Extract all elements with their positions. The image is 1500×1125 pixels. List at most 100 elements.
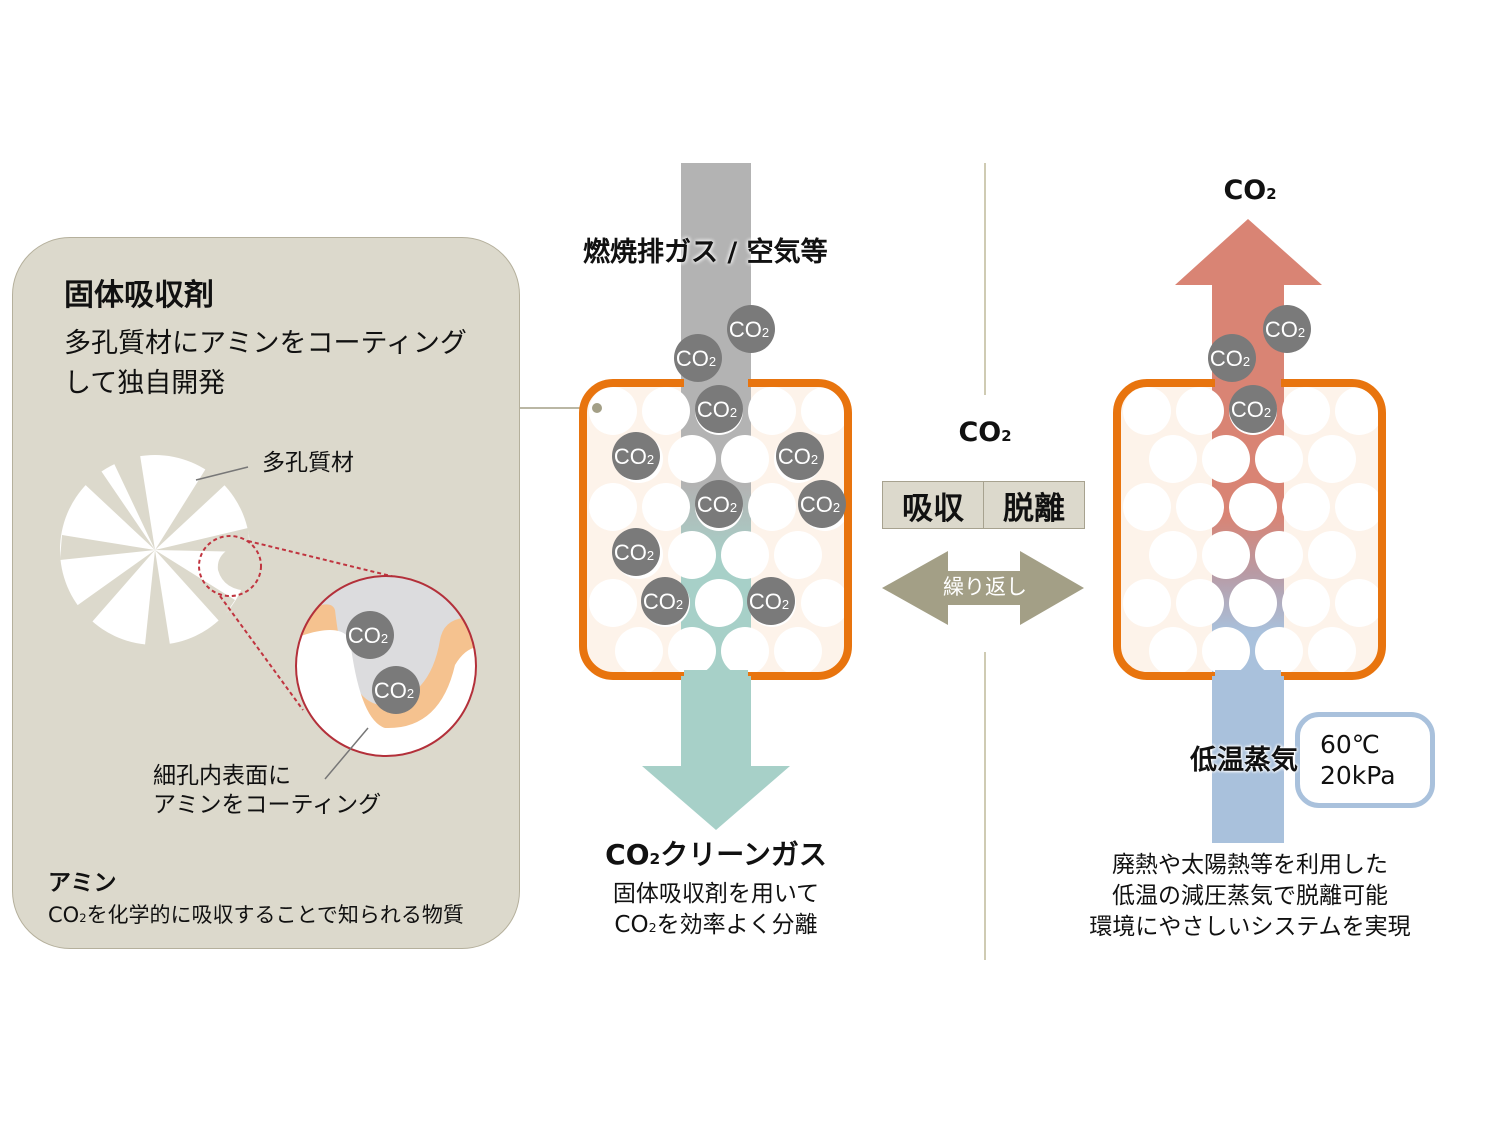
co2-molecule-icon — [1229, 385, 1277, 433]
desorption-desc-line3: 環境にやさしいシステムを実現 — [1089, 914, 1411, 940]
sorbent-bead — [615, 627, 663, 675]
sorbent-subtitle-line2: して独自開発 — [64, 368, 226, 399]
sorbent-bead — [1255, 531, 1303, 579]
sorbent-bead — [668, 627, 716, 675]
zoom-line-top — [247, 540, 396, 578]
co2-molecule-icon — [727, 305, 775, 353]
magnify-ring — [295, 575, 477, 757]
sorbent-bead — [1123, 579, 1171, 627]
repeat-label: 繰り返し — [943, 575, 1027, 599]
sorbent-bead — [589, 579, 637, 627]
co2-molecule-icon — [747, 577, 795, 625]
co2-molecule-icon — [695, 480, 743, 528]
co2-molecule-label: CO2 — [1265, 317, 1305, 342]
co2-molecule-label: CO2 — [643, 589, 683, 614]
co2-molecule-icon — [1208, 334, 1256, 382]
coating-label-line2: アミンをコーティング — [153, 792, 382, 818]
sorbent-bead — [721, 435, 769, 483]
co2-molecule-icon — [1263, 305, 1311, 353]
sorbent-bead — [1149, 531, 1197, 579]
absorption-desc-line2: CO2を効率よく分離 — [566, 912, 866, 940]
sorbent-bead — [774, 531, 822, 579]
sorbent-bead — [1308, 627, 1356, 675]
inlet-gas-label: 燃焼排ガス / 空気等 — [583, 237, 828, 268]
center-co2-label: CO2 — [935, 417, 1035, 449]
output-co2-sub: 2 — [1266, 185, 1277, 203]
sorbent-bead — [801, 579, 849, 627]
abs-desc-sub: 2 — [648, 920, 657, 935]
co2-molecule-label: CO2 — [676, 346, 716, 371]
abs-desc-co: CO — [614, 912, 649, 938]
steam-conditions-box — [1295, 712, 1435, 808]
sorbent-bead — [1229, 483, 1277, 531]
coating-label-line1: 細孔内表面に — [153, 763, 291, 789]
co2-molecule-icon — [641, 577, 689, 625]
sorbent-bead — [1282, 387, 1330, 435]
porous-material-shape — [60, 455, 262, 645]
sorbent-bead — [1255, 627, 1303, 675]
zoom-line-bottom — [219, 595, 304, 711]
co2-molecule-icon — [776, 432, 824, 480]
sorbent-bead — [1282, 483, 1330, 531]
repeat-double-arrow — [882, 551, 1084, 625]
sorbent-bead — [668, 531, 716, 579]
desorption-desc-line2: 低温の減圧蒸気で脱離可能 — [1112, 883, 1388, 909]
clean-gas-arrowhead — [642, 766, 790, 830]
co2-molecule-icon — [612, 528, 660, 576]
desorption-desc-line1: 廃熱や太陽熱等を利用した — [1112, 852, 1388, 878]
center-co2-base: CO — [958, 417, 1002, 448]
zoom-region-marker — [198, 535, 262, 597]
magnified-pore — [296, 576, 476, 756]
clean-gas-co: CO — [605, 838, 650, 871]
steam-temperature: 60℃ — [1320, 730, 1380, 759]
co2-molecule-label: CO2 — [749, 589, 789, 614]
sorbent-bead — [1308, 435, 1356, 483]
co2-molecule-icon — [674, 334, 722, 382]
co2-molecule-label: CO2 — [800, 492, 840, 517]
steam-pressure: 20kPa — [1320, 761, 1396, 790]
sorbent-bead — [721, 531, 769, 579]
sorbent-bead — [1176, 579, 1224, 627]
amine-description: CO2を化学的に吸収することで知られる物質 — [48, 903, 464, 928]
center-co2-sub: 2 — [1001, 427, 1012, 445]
sorbent-bead — [774, 627, 822, 675]
sorbent-bead — [1255, 435, 1303, 483]
sorbent-bead — [748, 483, 796, 531]
amine-title: アミン — [48, 870, 117, 896]
sorbent-bead — [695, 579, 743, 627]
co2-molecule-icon — [695, 385, 743, 433]
sorbent-title: 固体吸収剤 — [64, 278, 214, 313]
clean-gas-stream — [681, 676, 751, 766]
porous-material-label: 多孔質材 — [262, 450, 354, 476]
sorbent-bead — [642, 387, 690, 435]
sorbent-bead — [589, 387, 637, 435]
low-temp-steam-label: 低温蒸気 — [1190, 745, 1298, 776]
sorbent-bead — [1229, 579, 1277, 627]
sorbent-bead — [721, 627, 769, 675]
sorbent-bead — [1202, 531, 1250, 579]
absorption-desc-line1: 固体吸収剤を用いて — [612, 881, 820, 907]
steam-input-stream — [1212, 676, 1284, 843]
porous-leader-line — [195, 466, 249, 481]
output-co2-base: CO — [1223, 175, 1267, 206]
co2-molecule-label: CO2 — [697, 397, 737, 422]
co2-output-arrow — [1175, 219, 1322, 383]
connector-dot — [592, 403, 602, 413]
co2-molecule-label: CO2 — [614, 540, 654, 565]
co2-molecule-label: CO2 — [697, 492, 737, 517]
sorbent-bead — [748, 387, 796, 435]
amine-desc-rest: を化学的に吸収することで知られる物質 — [86, 903, 464, 927]
co2-molecule-icon — [372, 666, 420, 714]
sorbent-bead — [1149, 627, 1197, 675]
co2-molecule-label: CO2 — [778, 444, 818, 469]
co2-molecule-label: CO2 — [348, 623, 388, 648]
sorbent-bead — [1123, 483, 1171, 531]
absorb-box: 吸収 — [882, 481, 984, 529]
sorbent-bead — [668, 435, 716, 483]
amine-desc-sub: 2 — [79, 911, 87, 925]
sorbent-bead — [642, 483, 690, 531]
co2-molecule-label: CO2 — [1210, 346, 1250, 371]
sorbent-bead — [1176, 387, 1224, 435]
desorb-box: 脱離 — [983, 481, 1085, 529]
